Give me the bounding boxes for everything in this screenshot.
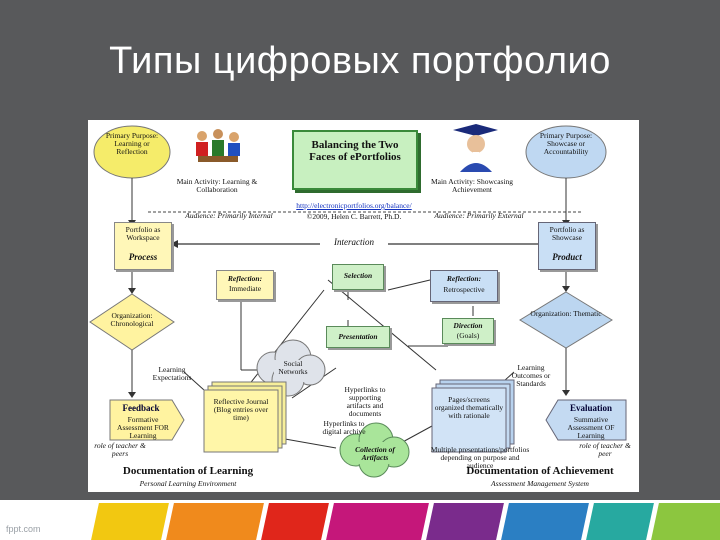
multiple-presentations: Multiple presentations/portfolios depend…: [430, 445, 530, 470]
role-right: role of teacher & peer: [579, 441, 631, 458]
feedback-sub: Formative Assessment FOR Learning: [117, 415, 169, 440]
group-people-icon: [196, 129, 240, 162]
left-purpose-text: Primary Purpose: Learning or Reflection: [105, 131, 159, 156]
left-audience: Audience: Primarily Internal: [185, 211, 273, 220]
social-networks-cloud: [256, 339, 326, 397]
direction-box: Direction (Goals): [442, 318, 494, 344]
diagram-connectors: [89, 124, 627, 478]
copyright: ©2009, Helen C. Barrett, Ph.D.: [306, 212, 402, 221]
right-purpose-text: Primary Purpose: Showcase or Accountabil…: [539, 131, 593, 156]
org-chrono-text: Organization: Chronological: [110, 311, 154, 328]
feedback-title: Feedback: [122, 403, 160, 413]
right-activity: Main Activity: Showcasing Achievement: [430, 177, 514, 194]
workspace-box: Portfolio as Workspace Process: [114, 222, 172, 270]
reflection-retro-box: Reflection: Retrospective: [430, 270, 498, 302]
hyperlinks-docs: Hyperlinks to supporting artifacts and d…: [344, 385, 386, 418]
showcase-label: Portfolio as Showcase: [549, 225, 585, 242]
url-link[interactable]: http://electronicportfolios.org/balance/: [296, 201, 412, 210]
reflection-retro-text: Retrospective: [443, 285, 485, 294]
showcase-sub: Product: [552, 252, 582, 262]
role-left: role of teacher & peers: [94, 441, 146, 458]
social-networks-text: Social Networks: [278, 359, 308, 376]
center-title-box: Balancing the Two Faces of ePortfolios: [292, 130, 418, 190]
footer-stripe: [261, 503, 329, 540]
showcase-box: Portfolio as Showcase Product: [538, 222, 596, 270]
learning-outcomes: Learning Outcomes or Standards: [511, 363, 551, 388]
doc-learning: Documentation of Learning: [122, 465, 254, 477]
collection-cloud: [339, 422, 410, 478]
evaluation-title: Evaluation: [569, 403, 612, 413]
doc-achievement: Documentation of Achievement: [466, 465, 614, 477]
pages-text: Pages/screens organized thematically wit…: [434, 395, 504, 420]
presentation-box: Presentation: [326, 326, 390, 348]
footer-stripe: [166, 503, 264, 540]
footer-stripe: [426, 503, 504, 540]
org-thematic-diamond: [519, 291, 613, 349]
org-thematic-text: Organization: Thematic: [530, 309, 602, 318]
watermark: fppt.com: [6, 524, 41, 534]
left-activity: Main Activity: Learning & Collaboration: [176, 177, 258, 194]
center-title: Balancing the Two Faces of ePortfolios: [309, 139, 401, 163]
right-audience: Audience: Primarily External: [434, 211, 524, 220]
workspace-label: Portfolio as Workspace: [125, 225, 161, 242]
collection-text: Collection of Artifacts: [355, 445, 395, 462]
doc-learning-sub: Personal Learning Environment: [139, 479, 237, 488]
direction-sub: (Goals): [456, 331, 480, 340]
slide-title: Типы цифровых портфолио: [109, 40, 611, 82]
hyperlinks-digital: Hyperlinks to digital archive: [322, 419, 366, 436]
direction-title: Direction: [453, 321, 483, 330]
feedback-arrow-shape: [109, 399, 185, 441]
graduate-icon: [453, 124, 498, 172]
footer-stripe: [326, 503, 429, 540]
footer-stripe: [501, 503, 589, 540]
eportfolio-diagram: Primary Purpose: Learning or Reflection …: [88, 120, 639, 492]
reflection-immediate-box: Reflection: Immediate: [216, 270, 274, 300]
footer-stripe: [586, 503, 654, 540]
learning-expectations: Learning Expectations: [152, 365, 192, 382]
reflection-immediate-text: Immediate: [228, 284, 262, 293]
reflection-retro-title: Reflection:: [446, 274, 482, 283]
evaluation-sub: Summative Assessment OF Learning: [567, 415, 615, 440]
footer-stripe: [91, 503, 169, 540]
interaction-label: Interaction: [320, 237, 388, 248]
journal-text: Reflective Journal (Blog entries over ti…: [213, 397, 269, 422]
evaluation-arrow-shape: [545, 399, 627, 441]
doc-achievement-sub: Assessment Management System: [491, 479, 589, 488]
workspace-sub: Process: [128, 252, 158, 262]
selection-box: Selection: [332, 264, 384, 290]
reflection-immediate-title: Reflection:: [227, 274, 263, 283]
footer-stripe: [651, 503, 720, 540]
selection-text: Selection: [343, 271, 373, 280]
presentation-text: Presentation: [338, 332, 378, 341]
